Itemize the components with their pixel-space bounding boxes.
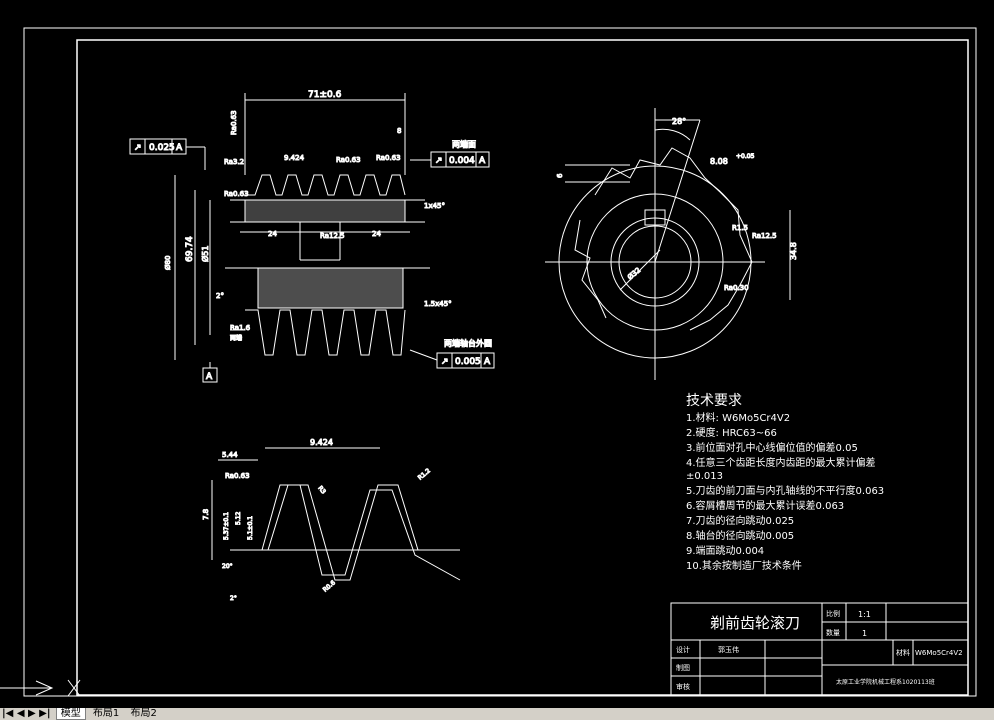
tech-requirements: 技术要求 1.材料: W6Mo5Cr4V2 2.硬度: HRC63~66 3.前… (686, 393, 884, 572)
tech-item-5: 5.刀齿的前刀面与内孔轴线的不平行度0.063 (686, 484, 884, 497)
ra125-label: Ra12.5 (320, 232, 345, 240)
drawing-name: 剃前齿轮滚刀 (710, 614, 800, 632)
tech-item-7: 7.刀齿的径向跳动0.025 (686, 514, 794, 527)
prof-r36: R0.6 (322, 579, 337, 593)
tab-layout1[interactable]: 布局1 (92, 708, 120, 719)
ucs-icon (0, 679, 81, 697)
rough-063b: Ra0.63 (336, 156, 361, 164)
tech-item-4: 4.任意三个齿距长度内齿距的最大累计偏差 (686, 456, 876, 469)
dim-80: Ø80 (164, 256, 172, 270)
school-name: 太原工业学院机械工程系1020113班 (836, 678, 935, 686)
rough-063c: Ra0.63 (376, 154, 401, 162)
design-label: 设计 (676, 645, 690, 654)
title-block-text: 剃前齿轮滚刀 比例 1:1 数量 1 设计 郭玉伟 制图 审核 材料 W6Mo5… (676, 609, 963, 691)
ra030: Ra0.30 (724, 284, 749, 292)
tech-item-8: 8.轴台的径向跳动0.005 (686, 529, 794, 542)
flat-tol-datum: A (176, 143, 183, 153)
hub-tol-datum: A (484, 357, 491, 367)
title-block (670, 602, 969, 696)
prof-ang2: 2° (230, 595, 237, 602)
key-dim: 8.08 (710, 157, 728, 166)
rough-16: Ra1.6 (230, 324, 251, 332)
prof-r12: R1.2 (417, 467, 432, 481)
prof-9424: 9.424 (310, 438, 333, 447)
scale-label: 比例 (826, 609, 840, 618)
tech-title: 技术要求 (686, 393, 742, 409)
material-value: W6Mo5Cr4V2 (915, 649, 963, 657)
tech-item-4b: ±0.013 (686, 471, 723, 482)
rough-063a: Ra0.63 (224, 190, 249, 198)
datum-a: A (206, 372, 213, 382)
tech-item-10: 10.其余按制造厂技术条件 (686, 559, 802, 572)
rough-32: Ra3.2 (224, 158, 244, 166)
angle-28: 28° (672, 117, 686, 126)
both-ends-label: 两端 (230, 334, 242, 342)
dim-8: 8 (397, 127, 401, 135)
qty-value: 1 (862, 629, 867, 638)
tech-item-3: 3.前位面对孔中心线偏位值的偏差0.05 (686, 441, 858, 454)
svg-text:↗: ↗ (134, 143, 142, 153)
tech-item-6: 6.容屑槽周节的最大累计误差0.063 (686, 499, 844, 512)
top-view: 71±0.6 24 24 Ra12.5 Ø80 69.74 Ø51 2° 8 9… (129, 90, 495, 383)
tab-nav-buttons[interactable]: |◀ ◀ ▶ ▶| (2, 708, 51, 719)
dim-51: Ø51 (200, 246, 210, 262)
prof-51: 5.1±0.1 (247, 516, 254, 540)
prof-ra063: Ra0.63 (225, 472, 250, 480)
svg-text:↗: ↗ (435, 156, 443, 166)
draw-label: 制图 (676, 663, 690, 672)
len-dim: 71±0.6 (308, 90, 342, 100)
dim-6: 6 (556, 173, 564, 178)
lower-section (257, 267, 404, 309)
chamfer1: 1x45° (424, 202, 445, 210)
tab-model[interactable]: 模型 (55, 708, 86, 720)
rough-063top: Ra0.63 (230, 110, 238, 135)
end-tol-label: 两端面 (452, 139, 476, 149)
end-tol-datum: A (479, 156, 486, 166)
flat-tol-value: 0.025 (149, 143, 175, 153)
tab-layout2[interactable]: 布局2 (130, 708, 157, 719)
ra125-side: Ra12.5 (752, 232, 777, 240)
dim-24a: 24 (268, 230, 277, 238)
qty-label: 数量 (826, 628, 840, 637)
dim-348: 34.8 (789, 242, 798, 260)
designer-name: 郭玉伟 (718, 645, 739, 654)
svg-text:↗: ↗ (441, 357, 449, 367)
dim-2: 2° (216, 292, 224, 300)
prof-544: 5.44 (222, 451, 238, 459)
inner-frame (76, 39, 969, 696)
r15: R1.5 (732, 224, 748, 232)
prof-537: 5.37±0.1 (223, 512, 230, 540)
scale-value: 1:1 (858, 610, 871, 619)
layout-tabs: |◀ ◀ ▶ ▶| 模型 布局1 布局2 (0, 708, 994, 720)
tooth-profile: 9.424 5.44 Ra0.63 7.8 5.37±0.1 5.12 5.1±… (202, 438, 461, 603)
material-label: 材料 (896, 648, 910, 657)
dim-pitch: 9.424 (284, 154, 305, 162)
check-label: 审核 (676, 682, 690, 691)
hub-tol-label: 两端轴台外圆 (444, 338, 492, 348)
end-tol-value: 0.004 (449, 156, 475, 166)
hub-tol-value: 0.005 (455, 357, 481, 367)
bore-dim: Ø32 (626, 266, 642, 281)
prof-78: 7.8 (202, 509, 210, 520)
dim-24b: 24 (372, 230, 381, 238)
tech-item-1: 1.材料: W6Mo5Cr4V2 (686, 411, 790, 424)
side-view: 28° 8.08 +0.05 6 34.8 R1.5 Ra12.5 Ra0.30… (545, 108, 799, 380)
prof-512: 5.12 (235, 511, 242, 525)
outer-border (23, 27, 977, 697)
body-section (244, 199, 406, 223)
chamfer2: 1.5x45° (424, 300, 452, 308)
key-sup: +0.05 (736, 153, 755, 160)
tech-item-9: 9.端面跳动0.004 (686, 544, 764, 557)
prof-ang1: 20° (222, 563, 233, 570)
dim-69: 69.74 (185, 236, 195, 262)
prof-r3: R3 (316, 485, 327, 496)
tech-item-2: 2.硬度: HRC63~66 (686, 426, 777, 439)
